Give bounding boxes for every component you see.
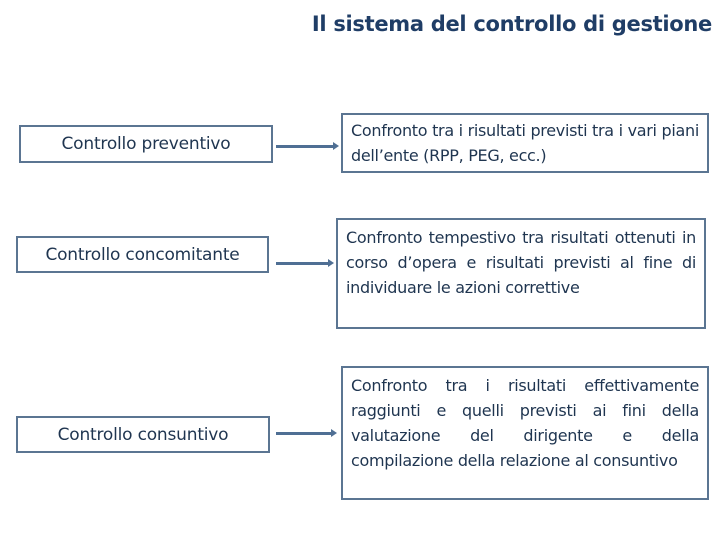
page-title: Il sistema del controllo di gestione (311, 12, 712, 36)
arrow-right-icon (276, 429, 337, 437)
description-controllo-concomitante: Confronto tempestivo tra risultati otten… (336, 218, 706, 329)
description-text: Confronto tra i risultati effettivamente… (351, 376, 699, 470)
box-label: Controllo concomitante (45, 244, 240, 265)
box-label: Controllo consuntivo (57, 424, 229, 445)
box-controllo-preventivo: Controllo preventivo (19, 125, 273, 163)
box-controllo-concomitante: Controllo concomitante (16, 236, 269, 273)
description-controllo-preventivo: Confronto tra i risultati previsti tra i… (341, 113, 709, 173)
arrow-right-icon (276, 259, 334, 267)
description-text: Confronto tempestivo tra risultati otten… (346, 228, 696, 297)
arrow-right-icon (276, 142, 339, 150)
description-text: Confronto tra i risultati previsti tra i… (351, 121, 699, 165)
box-label: Controllo preventivo (61, 134, 231, 154)
box-controllo-consuntivo: Controllo consuntivo (16, 416, 270, 453)
description-controllo-consuntivo: Confronto tra i risultati effettivamente… (341, 366, 709, 500)
